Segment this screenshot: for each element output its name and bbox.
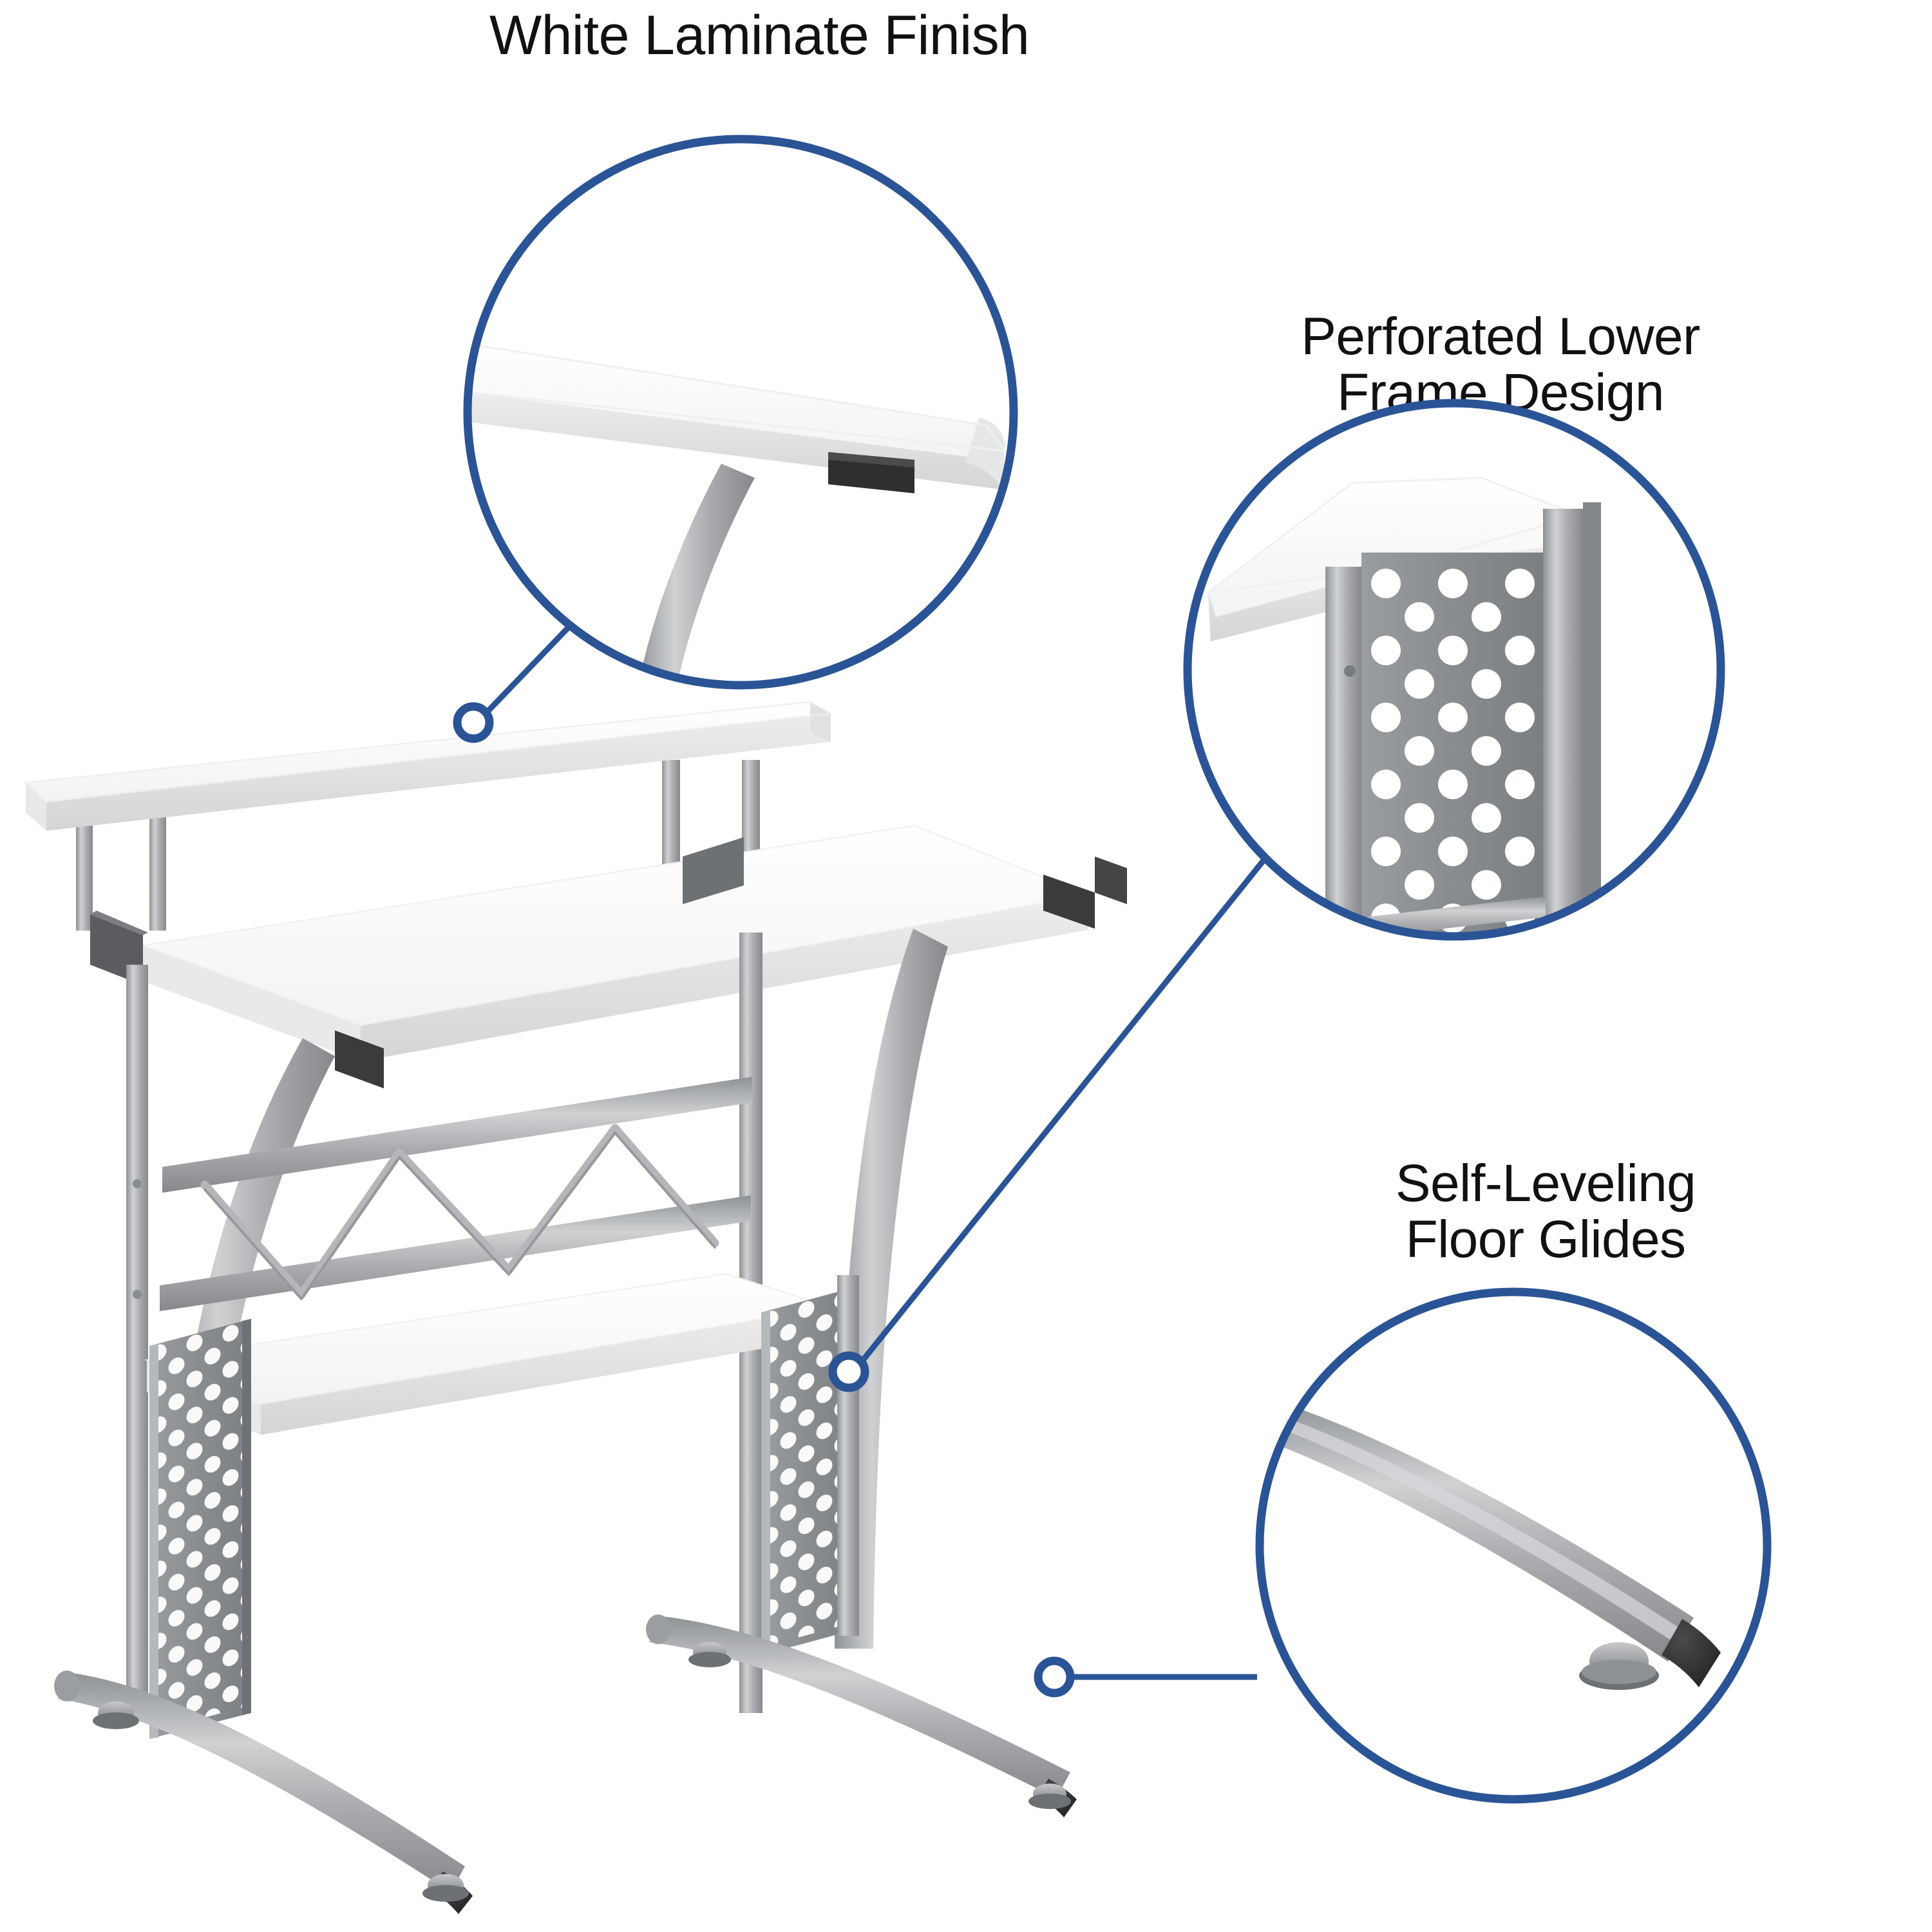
leader-lines	[485, 611, 1266, 1680]
detail-circle-perforated-lower-frame	[1183, 399, 1725, 941]
zigzag-wire-brace	[160, 1077, 752, 1311]
floor-glide	[422, 1874, 469, 1902]
desk-assembly	[24, 701, 1127, 1914]
base-foot-right	[646, 1615, 1077, 1817]
detail-circle-outline	[1255, 1287, 1772, 1804]
main-desk-surface	[90, 824, 1127, 1088]
hutch-riser-block	[683, 837, 744, 904]
detail-circle-white-laminate-finish	[463, 135, 1018, 690]
floor-glide	[1028, 1783, 1071, 1809]
leg-rear-left	[126, 965, 148, 1709]
leader-line-white-laminate	[485, 611, 584, 714]
base-foot-left	[54, 1671, 473, 1914]
perforated-label-line-2: Frame Design	[1337, 363, 1664, 422]
perforated-side-panel-right	[761, 1287, 857, 1655]
glides-label-line-2: Floor Glides	[1405, 1209, 1686, 1269]
perforated-side-panel-left	[149, 1319, 251, 1739]
detail-circle-self-leveling-floor-glides	[1255, 1287, 1772, 1804]
anchor-marker-perforated-frame	[828, 1351, 869, 1392]
leg-front-right-post	[837, 1275, 859, 1636]
glides-label-line-1: Self-Leveling	[1395, 1154, 1696, 1213]
lower-storage-shelf	[144, 1273, 831, 1435]
perforated-label-line-1: Perforated Lower	[1301, 307, 1700, 366]
leader-line-perforated-frame	[860, 858, 1266, 1362]
floor-glide	[93, 1701, 139, 1729]
leg-rear-right	[739, 933, 762, 1713]
anchor-markers	[453, 702, 1075, 1698]
anchor-marker-floor-glides	[1034, 1656, 1075, 1698]
floor-glide-closeup	[1579, 1642, 1659, 1690]
top-hutch-shelf	[24, 701, 833, 831]
detail-circle-outline	[1183, 399, 1725, 941]
hutch-support-posts	[76, 760, 760, 931]
callout-label-white-laminate-finish: White Laminate Finish	[489, 5, 1030, 66]
detail-circle-outline	[463, 135, 1018, 690]
anchor-marker-white-laminate	[453, 702, 494, 743]
leg-curved-right	[835, 929, 948, 1649]
leg-curved-left	[162, 1038, 335, 1700]
floor-glide	[688, 1642, 731, 1667]
